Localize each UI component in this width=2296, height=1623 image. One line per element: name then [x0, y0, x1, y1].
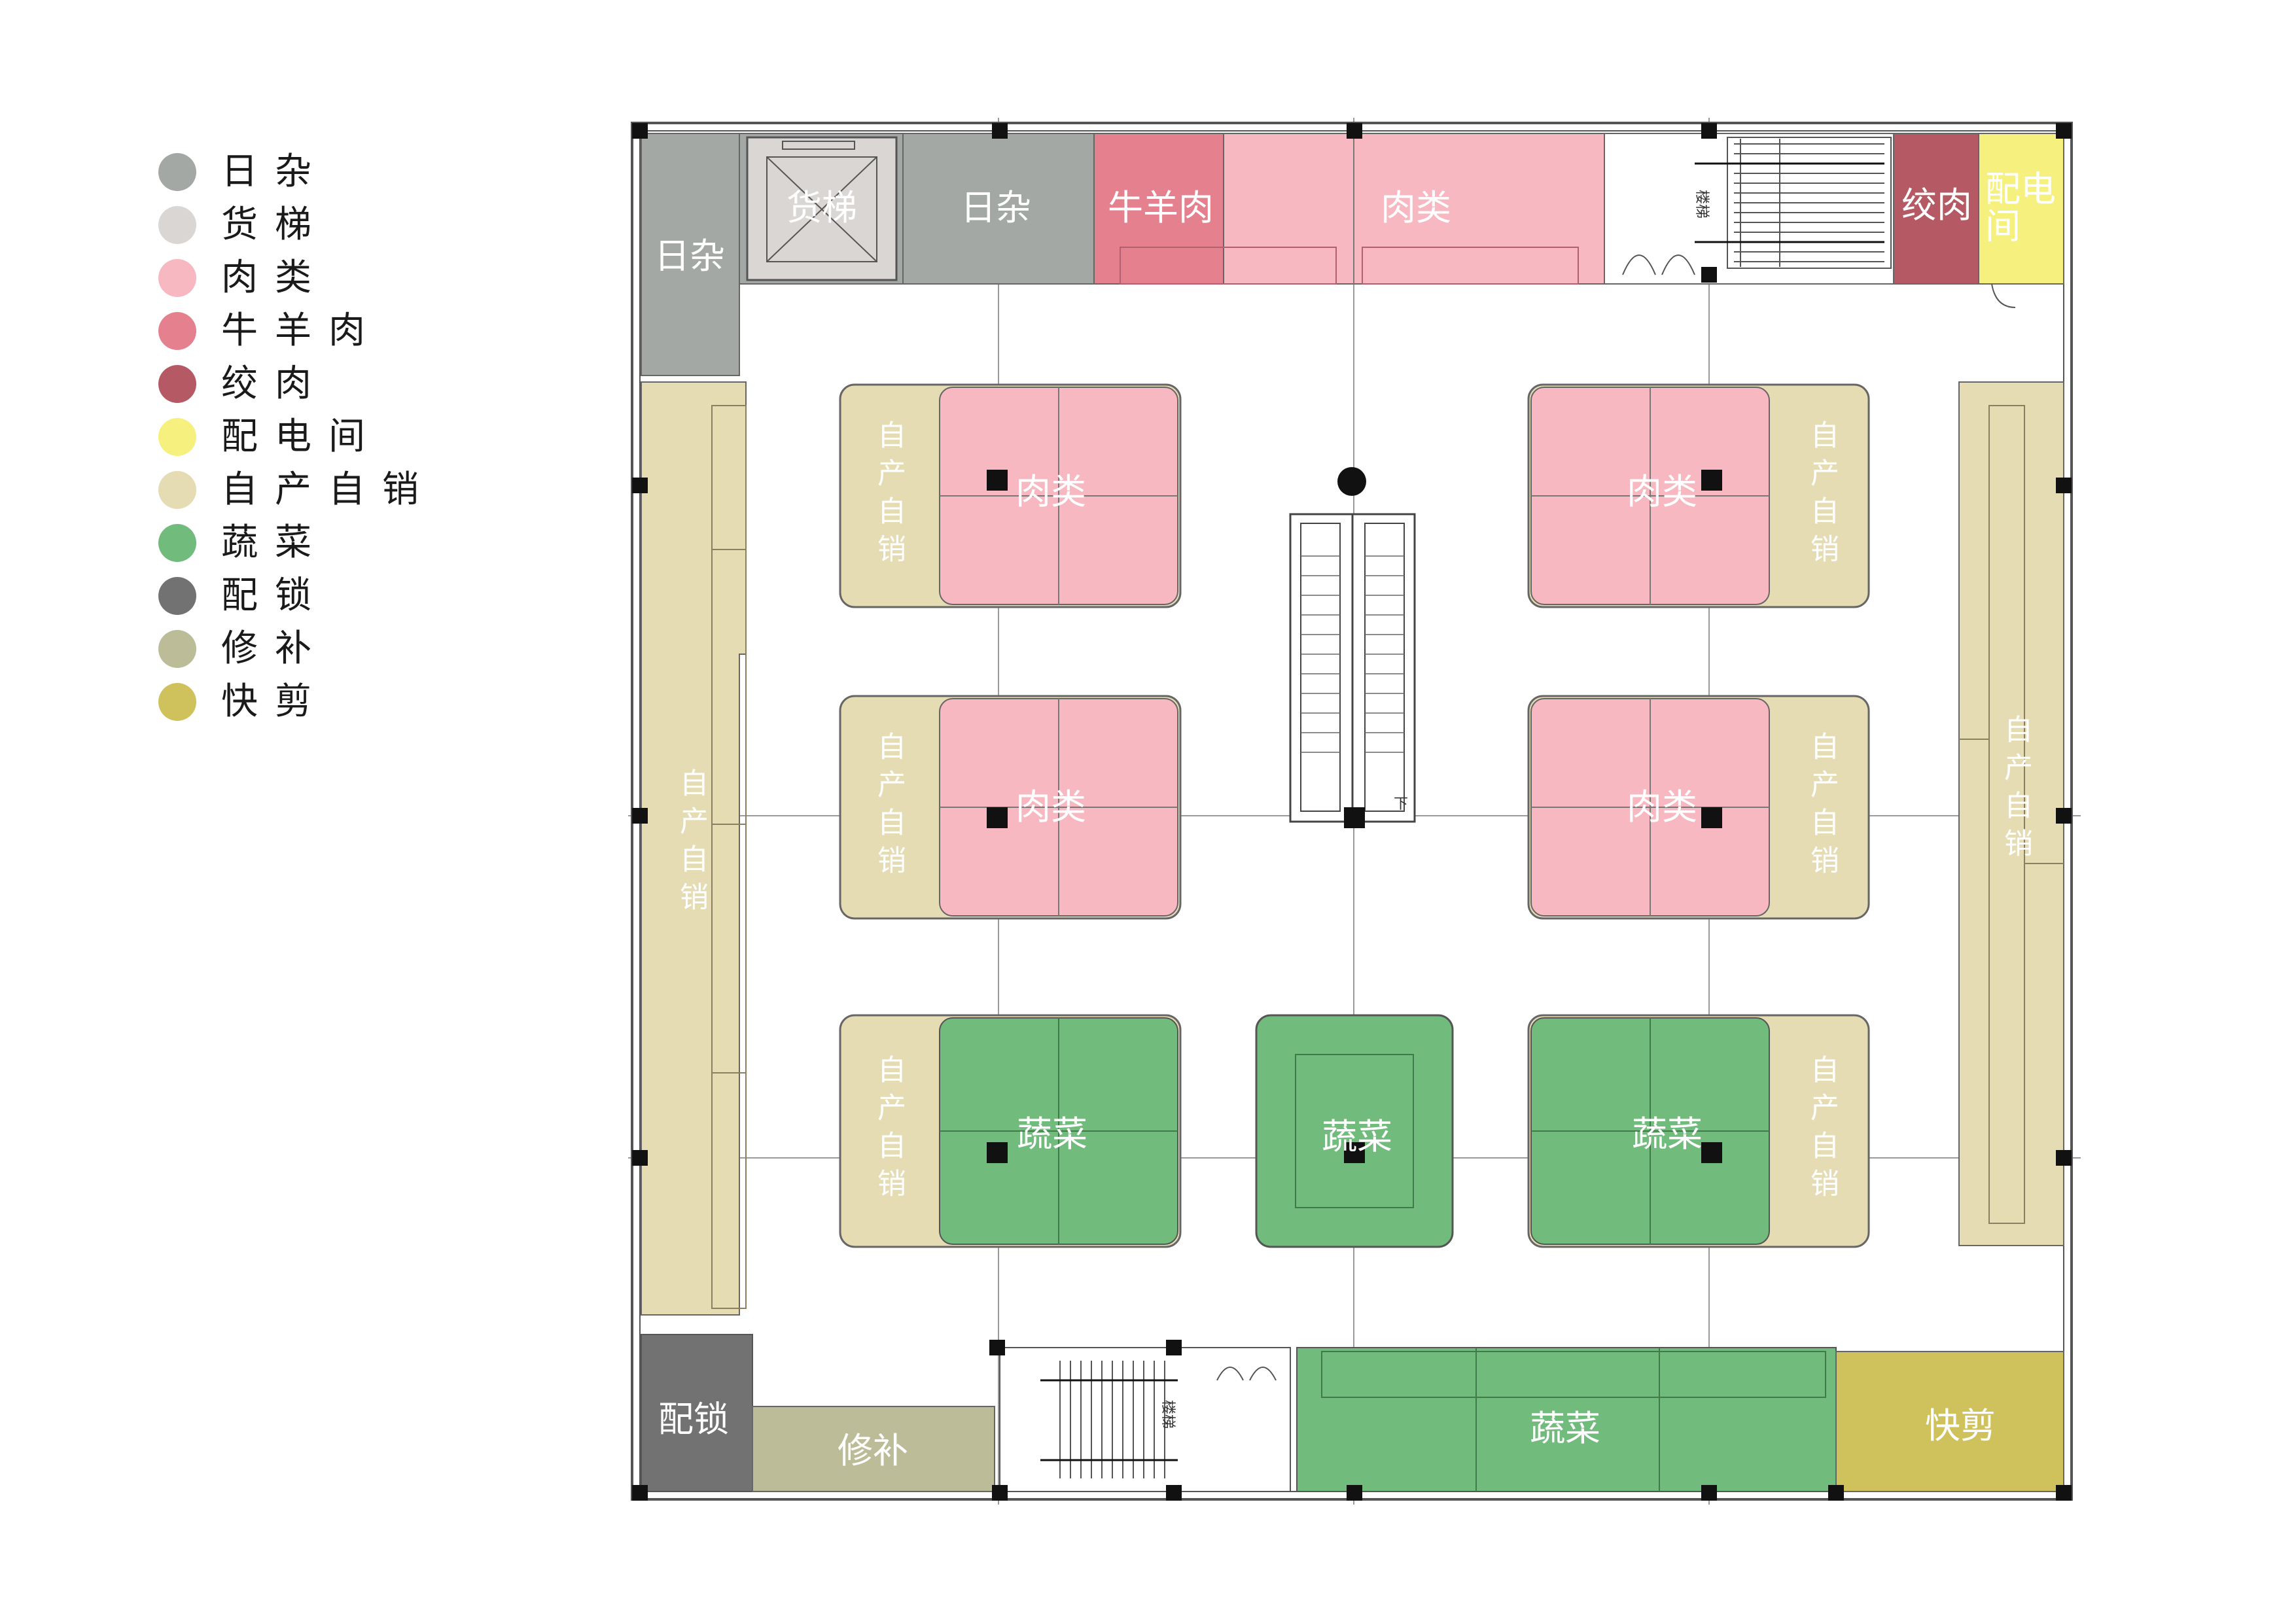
swatch-dot-icon [158, 577, 196, 615]
swatch-dot-icon [158, 259, 196, 297]
room-xiubu [752, 1406, 995, 1492]
room-label-rizha-top: 日杂 [961, 187, 1031, 228]
room-zichan-right [1958, 381, 2064, 1246]
room-label-peisuo: 配锁 [658, 1399, 729, 1440]
legend-item-peisuo: 配锁 [158, 573, 551, 619]
island-label-zichan-2: 自产自销 [1805, 420, 1839, 572]
swatch-dot-icon [158, 471, 196, 509]
legend-label: 蔬菜 [221, 521, 328, 564]
island-label-shucai-3: 蔬菜 [1632, 1113, 1703, 1155]
room-label-niuyangrou: 牛羊肉 [1108, 187, 1214, 228]
legend-item-rizha: 日杂 [158, 149, 551, 195]
swatch-dot-icon [158, 683, 196, 721]
island-label-zichan-5: 自产自销 [872, 1055, 906, 1206]
island-label-zichan-4: 自产自销 [1805, 731, 1839, 883]
island-label-shucai-2: 蔬菜 [1322, 1116, 1392, 1157]
island-label-roulei-3: 肉类 [1016, 786, 1086, 828]
room-jiaorou [1893, 133, 1979, 285]
swatch-dot-icon [158, 630, 196, 668]
legend-label: 货梯 [221, 203, 328, 246]
room-roulei-top [1223, 133, 1605, 285]
legend-item-shucai: 蔬菜 [158, 520, 551, 566]
island-label-zichan-1: 自产自销 [872, 420, 906, 572]
room-peisuo [641, 1334, 753, 1492]
bottom-rooms [641, 1334, 2064, 1492]
room-label-jiaorou: 绞肉 [1901, 184, 1972, 226]
legend-label: 修补 [221, 627, 328, 670]
room-zichan-left [641, 381, 747, 1316]
legend-label: 日杂 [221, 150, 328, 193]
swatch-dot-icon [158, 153, 196, 191]
legend-label: 绞肉 [221, 362, 328, 405]
perimeter-rooms [641, 133, 2064, 376]
room-label-rizha-left: 日杂 [654, 236, 725, 277]
island-label-zichan-3: 自产自销 [872, 731, 906, 883]
island-label-roulei-1: 肉类 [1016, 471, 1086, 512]
legend-label: 快剪 [221, 680, 328, 723]
legend-item-kuaijian: 快剪 [158, 679, 551, 725]
legend-item-jiaorou: 绞肉 [158, 361, 551, 407]
room-label-shucai-bottom: 蔬菜 [1530, 1408, 1600, 1449]
stair-top [1604, 133, 1894, 285]
room-label-zichan-right: 自产自销 [1999, 714, 2032, 866]
room-label-huoti: 货梯 [786, 187, 857, 228]
legend-label: 肉类 [221, 256, 328, 299]
legend-label: 配锁 [221, 574, 328, 617]
room-label-peidianjian: 配电间 [1985, 168, 2056, 247]
swatch-dot-icon [158, 206, 196, 244]
legend-item-xiubu: 修补 [158, 626, 551, 672]
stair-label-bottom: 楼梯 [1159, 1400, 1176, 1429]
island-label-shucai-1: 蔬菜 [1017, 1113, 1087, 1155]
room-label-kuaijian: 快剪 [1925, 1405, 1996, 1446]
island-label-zichan-6: 自产自销 [1805, 1055, 1839, 1206]
island-group-veg [839, 1014, 1870, 1248]
room-label-zichan-left: 自产自销 [675, 768, 708, 920]
side-rooms [641, 381, 2064, 1316]
room-niuyangrou [1093, 133, 1224, 285]
swatch-dot-icon [158, 524, 196, 562]
room-rizha-left [641, 133, 740, 376]
swatch-dot-icon [158, 365, 196, 403]
room-label-roulei-top: 肉类 [1381, 187, 1451, 228]
legend-item-zichanzixiao: 自产自销 [158, 467, 551, 513]
island-label-roulei-4: 肉类 [1627, 786, 1697, 828]
room-kuaijian [1835, 1351, 2064, 1492]
escalator-down-label: 下 [1394, 796, 1408, 812]
swatch-dot-icon [158, 418, 196, 456]
room-peidianjian [1978, 133, 2064, 285]
stair-label-top: 楼梯 [1693, 190, 1710, 218]
legend-item-niuyangrou: 牛羊肉 [158, 308, 551, 354]
room-shucai-bottom [1296, 1347, 1837, 1492]
swatch-dot-icon [158, 312, 196, 350]
island-label-roulei-2: 肉类 [1627, 471, 1697, 512]
room-label-xiubu: 修补 [838, 1430, 908, 1471]
legend-label: 配电间 [221, 415, 382, 458]
escalator: 下 [1289, 467, 1416, 823]
legend-label: 自产自销 [221, 468, 436, 511]
legend-label: 牛羊肉 [221, 309, 382, 352]
island-group-meat [839, 383, 1870, 920]
legend-item-peidianjian: 配电间 [158, 414, 551, 460]
legend-item-huoti: 货梯 [158, 202, 551, 248]
stair-bottom [999, 1347, 1291, 1492]
structural-columns [632, 123, 2072, 1501]
legend-item-roulei: 肉类 [158, 255, 551, 301]
